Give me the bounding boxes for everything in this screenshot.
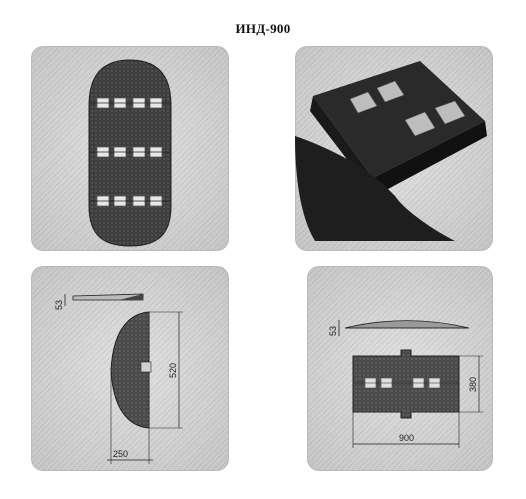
half-module-height-label: 520 — [168, 363, 178, 378]
module-width-label: 900 — [399, 433, 414, 443]
perspective-drawing — [295, 61, 487, 241]
module-side-profile — [344, 320, 470, 329]
end-cap-drawing: 53 520 250 — [54, 293, 183, 464]
top-view-panel — [31, 46, 229, 251]
module-height-label: 380 — [468, 377, 478, 392]
top-view-drawing — [88, 59, 172, 247]
reflector-windows — [349, 80, 466, 137]
module-side-height-label: 53 — [328, 326, 338, 336]
end-cap-shape — [295, 136, 455, 241]
side-view-height-label: 53 — [54, 300, 64, 310]
module-top-surface — [313, 61, 485, 178]
module-drawing: 53 380 900 — [328, 320, 483, 448]
document-title: ИНД-900 — [235, 21, 291, 36]
module-drawing-panel: 53 380 900 — [307, 266, 493, 471]
end-cap-drawing-panel: 53 520 250 — [31, 266, 229, 471]
half-module-width-label: 250 — [113, 449, 128, 459]
perspective-panel — [295, 46, 493, 251]
